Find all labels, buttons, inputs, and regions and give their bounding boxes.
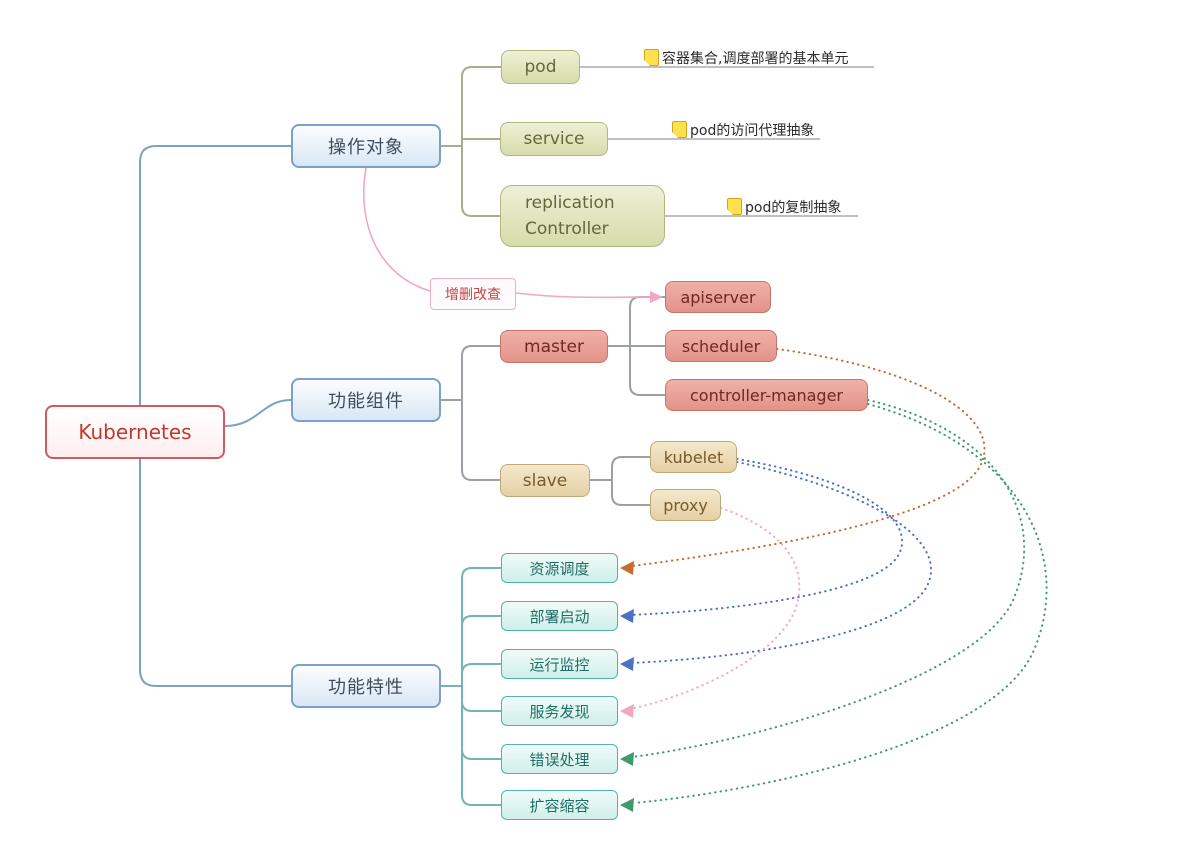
connector-master-apiserver: [629, 296, 666, 347]
connector-root-components: [224, 399, 292, 427]
relation-cm-scaling: [633, 403, 1048, 804]
arrowhead-deploy: [620, 609, 634, 623]
connector-components-slave: [461, 399, 501, 481]
relation-kubelet-deploy: [629, 458, 903, 616]
topic-features[interactable]: 功能特性: [291, 664, 441, 708]
topic-kubernetes[interactable]: Kubernetes: [45, 405, 225, 459]
connector-features-error: [461, 685, 502, 760]
connector-features-monitor: [461, 663, 502, 687]
topic-master[interactable]: master: [500, 330, 608, 363]
topic-feature-scaling[interactable]: 扩容缩容: [501, 790, 618, 820]
note-text-replication: pod的复制抽象: [745, 200, 842, 216]
arrowhead-discovery: [620, 704, 634, 718]
connector-features-deploy: [461, 615, 502, 687]
topic-objects[interactable]: 操作对象: [291, 124, 441, 168]
topic-scheduler[interactable]: scheduler: [665, 330, 777, 362]
note-icon[interactable]: [644, 49, 659, 66]
relation-crud-curve-right: [515, 292, 653, 299]
topic-components[interactable]: 功能组件: [291, 378, 441, 422]
topic-proxy[interactable]: proxy: [650, 489, 721, 521]
relation-proxy-discovery: [629, 507, 801, 710]
connector-slave-kubelet: [611, 456, 651, 481]
relation-label-crud[interactable]: 增删改查: [430, 278, 516, 310]
connector-features-scheduling: [461, 567, 502, 687]
topic-replication-controller[interactable]: replication Controller: [500, 185, 665, 247]
connector-components-master: [461, 345, 501, 401]
note-text-pod: 容器集合,调度部署的基本单元: [662, 51, 849, 67]
connector-objects-pod: [461, 66, 502, 147]
topic-slave[interactable]: slave: [500, 464, 590, 497]
connector-slave-proxy: [611, 479, 651, 506]
connector-master-controller-manager: [629, 345, 666, 396]
topic-apiserver[interactable]: apiserver: [665, 281, 771, 313]
topic-controller-manager[interactable]: controller-manager: [665, 379, 868, 411]
topic-feature-scheduling[interactable]: 资源调度: [501, 553, 618, 583]
relation-crud-curve-left: [362, 167, 431, 292]
topic-pod[interactable]: pod: [501, 50, 580, 84]
connector-objects-replication: [461, 145, 501, 217]
relation-kubelet-monitor: [629, 461, 932, 664]
arrowhead-crud-apiserver: [650, 291, 663, 303]
arrowhead-scaling: [620, 798, 634, 812]
arrowhead-scheduling: [620, 561, 634, 575]
connector-root-objects: [139, 145, 292, 406]
arrowhead-monitor: [620, 657, 634, 671]
note-icon[interactable]: [727, 198, 742, 215]
relation-scheduler-scheduling: [631, 348, 986, 567]
arrowhead-error: [620, 752, 634, 766]
relation-cm-error: [631, 399, 1026, 758]
note-text-service: pod的访问代理抽象: [690, 123, 815, 139]
topic-kubelet[interactable]: kubelet: [650, 441, 737, 473]
connector-features-scaling: [461, 685, 502, 806]
connector-features-discovery: [461, 685, 502, 712]
connector-root-features: [139, 458, 292, 687]
note-icon[interactable]: [672, 121, 687, 138]
topic-feature-discovery[interactable]: 服务发现: [501, 696, 618, 726]
topic-feature-monitor[interactable]: 运行监控: [501, 649, 618, 679]
topic-service[interactable]: service: [500, 122, 608, 156]
topic-feature-deploy[interactable]: 部署启动: [501, 601, 618, 631]
topic-feature-error[interactable]: 错误处理: [501, 744, 618, 774]
